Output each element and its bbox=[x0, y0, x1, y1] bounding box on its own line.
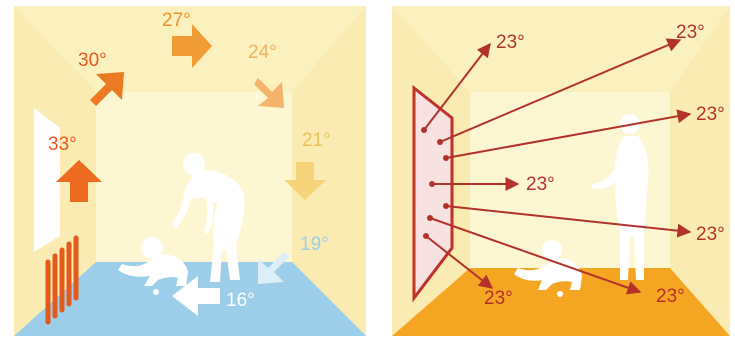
right-room: 23° 23° 23° 23° 23° 23° 23° bbox=[392, 6, 730, 336]
temp-label-19: 19° bbox=[300, 234, 329, 255]
temp-label-23: 23° bbox=[656, 286, 685, 307]
window bbox=[34, 108, 60, 252]
temp-label-27: 27° bbox=[162, 10, 191, 31]
temp-label-24: 24° bbox=[248, 42, 277, 63]
temp-label-16: 16° bbox=[226, 290, 255, 311]
temp-label-23: 23° bbox=[484, 288, 513, 309]
temp-label-23: 23° bbox=[526, 174, 555, 195]
temp-label-21: 21° bbox=[302, 130, 331, 151]
temp-label-33: 33° bbox=[48, 134, 77, 155]
temp-label-30: 30° bbox=[78, 50, 107, 71]
left-room: 33° 30° 27° 24° 21° 19° 16° bbox=[14, 6, 366, 336]
temp-label-23: 23° bbox=[676, 22, 705, 43]
temp-label-23: 23° bbox=[696, 104, 725, 125]
temp-label-23: 23° bbox=[496, 32, 525, 53]
temp-label-23: 23° bbox=[696, 224, 725, 245]
